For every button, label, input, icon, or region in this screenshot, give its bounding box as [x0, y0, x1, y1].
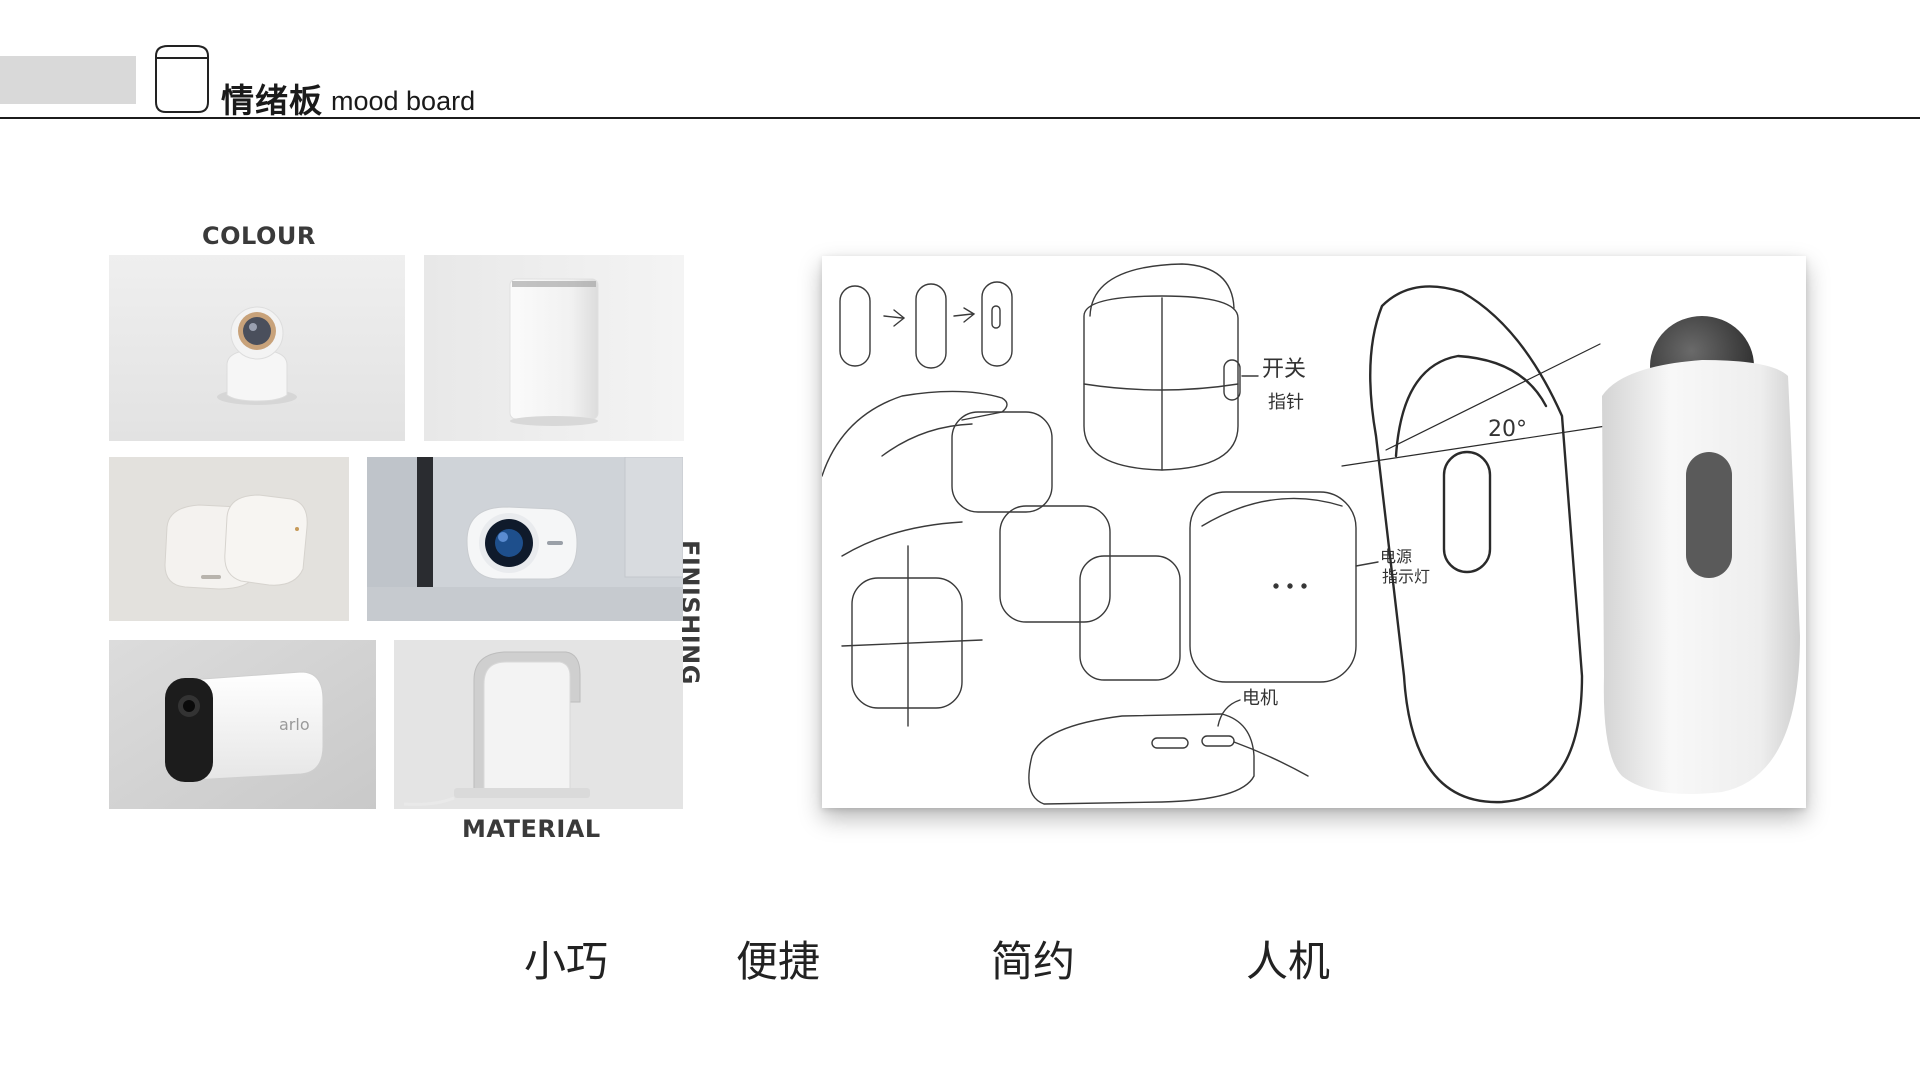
bottom-device-sketch: 电机 — [1028, 688, 1309, 805]
material-label: MATERIAL — [462, 815, 601, 843]
page-title: 情绪板 — [221, 81, 323, 120]
jar-sketch: 开关 指针 — [1083, 263, 1306, 471]
pill-progression-sketch — [839, 281, 1013, 369]
keyword-convenient: 便捷 — [736, 937, 821, 986]
light-annotation: 电源 — [1380, 547, 1412, 566]
page-subtitle: mood board — [331, 86, 476, 116]
white-cylinder-device-photo — [424, 255, 684, 441]
blue-lens-camera-photo — [367, 457, 683, 621]
switch-annotation: 开关 — [1262, 357, 1306, 382]
keyword-compact: 小巧 — [524, 937, 609, 986]
angle-annotation: 20° — [1488, 417, 1527, 442]
colour-label: COLOUR — [202, 222, 316, 250]
svg-text:指示灯: 指示灯 — [1382, 567, 1430, 586]
motor-annotation: 电机 — [1242, 688, 1278, 709]
rendered-device — [1602, 316, 1800, 794]
mid-cluster-sketch: 电源 指示灯 — [841, 491, 1430, 727]
hand-sketch — [822, 390, 1053, 557]
keyword-minimal: 简约 — [991, 937, 1076, 986]
concept-sketch-board: 开关 指针 电源 指示灯 电机 — [822, 256, 1806, 808]
header-accent-bar — [0, 56, 136, 104]
white-pebble-device-photo — [109, 457, 349, 621]
round-camera-robot-photo — [109, 255, 405, 441]
svg-text:指针: 指针 — [1268, 392, 1304, 413]
arlo-camera-photo: arlo — [109, 640, 376, 809]
header-divider — [0, 117, 1920, 119]
arlo-brand-text: arlo — [279, 715, 310, 734]
container-outline-icon — [150, 42, 214, 114]
felt-arch-device-photo — [394, 640, 683, 809]
keyword-ergonomic: 人机 — [1246, 937, 1331, 986]
tall-device-sketch: 20° — [1341, 285, 1607, 804]
